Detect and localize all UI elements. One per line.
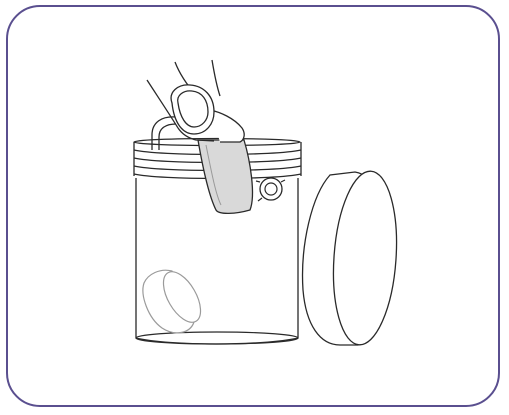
lid-icon bbox=[303, 169, 402, 347]
